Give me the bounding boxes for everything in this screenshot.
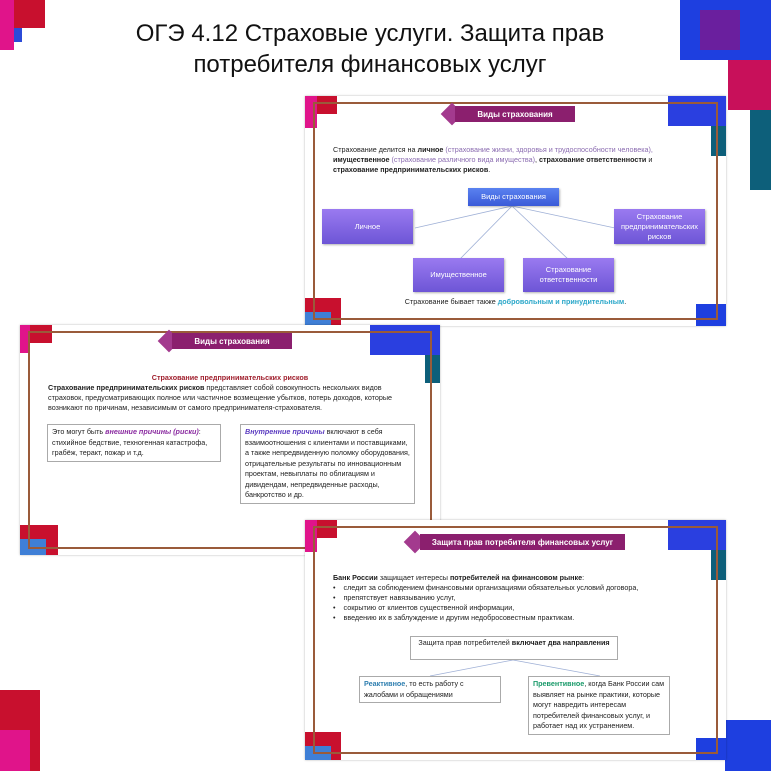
title-line-1: ОГЭ 4.12 Страховые услуги. Защита прав [135, 20, 605, 47]
decor-top-right-4 [750, 110, 771, 190]
slide-consumer-protection[interactable]: Защита прав потребителя финансовых услуг… [305, 520, 726, 760]
decor-top-left-2 [0, 0, 14, 50]
diagram-connectors [429, 659, 601, 677]
bullet-item: • сокрытию от клиентов существенной инфо… [333, 603, 515, 612]
preventive-box: Превентивное, когда Банк России сам выяв… [528, 676, 670, 735]
slide-corner-decor [711, 550, 726, 580]
slide-frame [313, 526, 718, 754]
decor-top-right-2 [700, 10, 740, 50]
definition-text: Страхование предпринимательских рисков п… [48, 383, 393, 412]
slide-types-of-insurance[interactable]: Виды страхования Страхование делится на … [305, 96, 726, 326]
node-liability: Страхование ответственности [523, 258, 614, 292]
node-business-risks: Страхование предпринимательских рисков [614, 209, 705, 244]
decor-top-right-3 [728, 60, 771, 110]
diagram-connectors [414, 205, 616, 260]
slide-business-risks[interactable]: Виды страхования Страхование предпринима… [20, 325, 440, 555]
title-line-2: потребителя финансовых услуг [193, 51, 547, 78]
slide-corner-decor [20, 325, 30, 353]
reactive-box: Реактивное, то есть работу с жалобами и … [359, 676, 501, 703]
slide-corner-decor [370, 325, 440, 355]
subtitle: Страхование предпринимательских рисков [151, 373, 309, 382]
slide-corner-decor [425, 355, 440, 383]
decor-top-left-3 [14, 28, 22, 42]
slide-header: Защита прав потребителя финансовых услуг [420, 534, 625, 550]
bullet-list: • следит за соблюдением финансовыми орга… [333, 583, 713, 623]
decor-bottom-left-2 [0, 730, 30, 771]
node-property: Имущественное [413, 258, 504, 292]
node-personal: Личное [322, 209, 413, 244]
bullet-item: • введению их в заблуждение и другим нед… [333, 613, 575, 622]
footer-text: Страхование бывает также добровольным и … [404, 297, 627, 306]
slide-frame [313, 102, 718, 320]
slide-corner-decor [696, 738, 726, 760]
slide-corner-decor [696, 304, 726, 326]
decor-bottom-right [725, 720, 771, 771]
internal-causes-box: Внутренние причины включают в себя взаим… [240, 424, 415, 504]
bullet-item: • препятствует навязыванию услуг, [333, 593, 456, 602]
slide-header: Виды страхования [172, 333, 292, 349]
slide-frame [28, 331, 432, 549]
slide-corner-decor [711, 126, 726, 156]
two-directions-box: Защита прав потребителей включает два на… [410, 636, 618, 660]
node-root: Виды страхования [468, 188, 559, 206]
bullet-item: • следит за соблюдением финансовыми орга… [333, 583, 639, 592]
external-causes-box: Это могут быть внешние причины (риски): … [47, 424, 221, 462]
page-title: ОГЭ 4.12 Страховые услуги. Защита прав п… [60, 18, 680, 80]
slide-header: Виды страхования [455, 106, 575, 122]
intro-text: Страхование делится на личное (страхован… [333, 145, 653, 174]
lead-text: Банк России защищает интересы потребител… [333, 573, 585, 582]
